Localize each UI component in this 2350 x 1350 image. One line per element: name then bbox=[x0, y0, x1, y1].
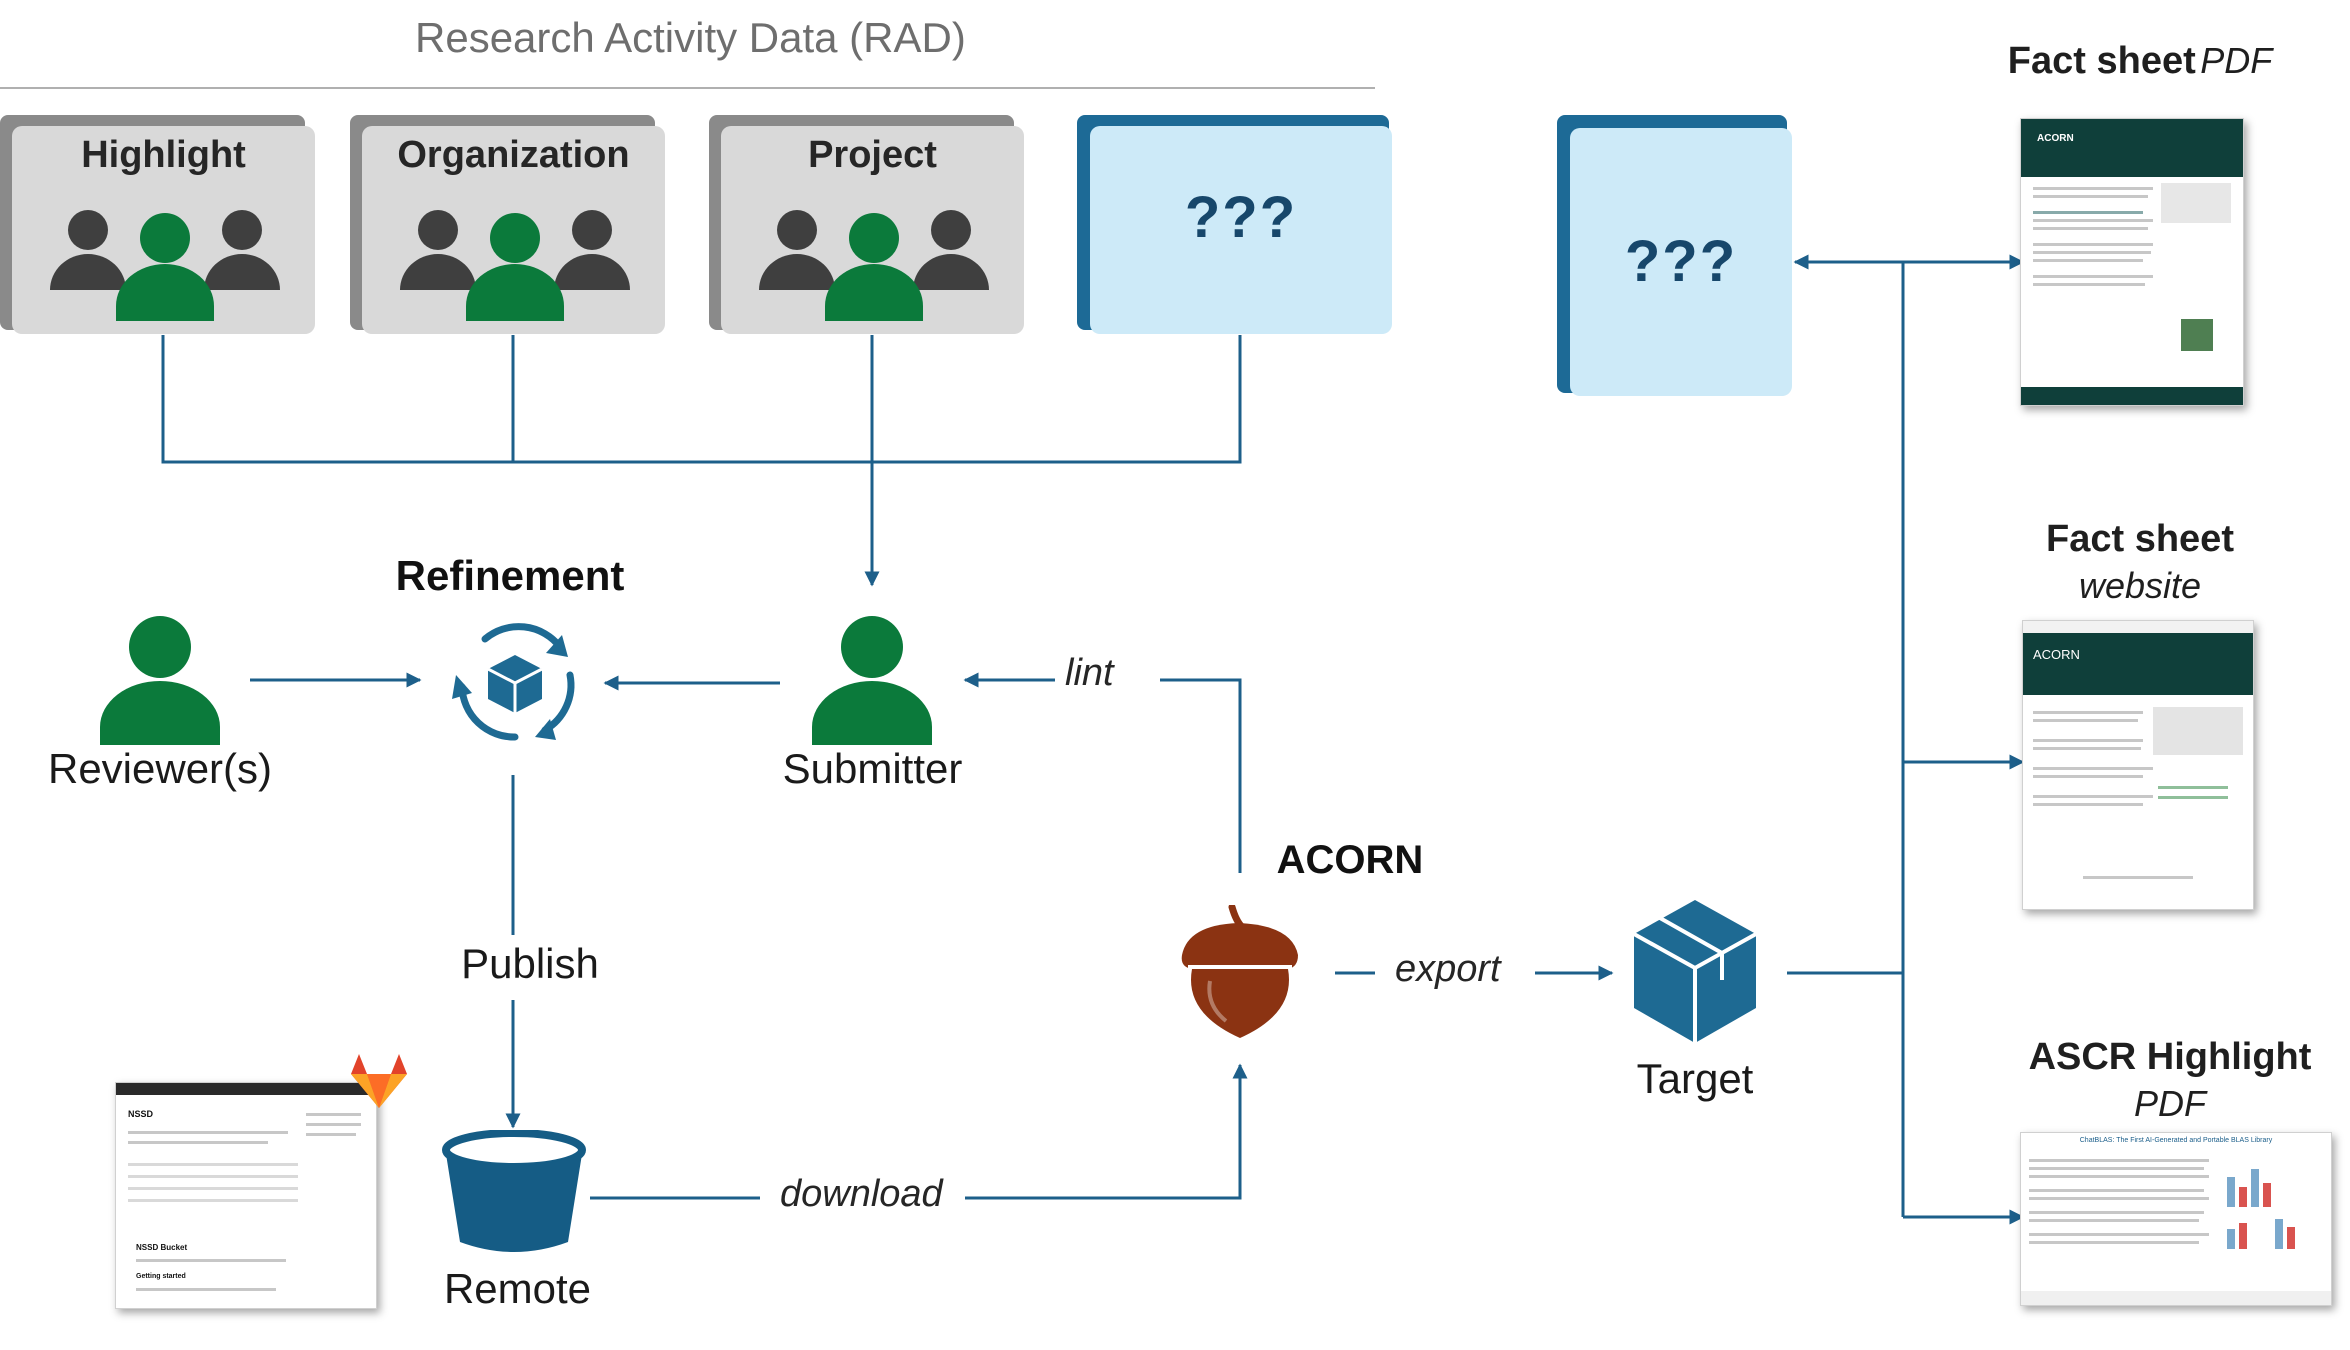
ascr-highlight-title: ASCR Highlight bbox=[2028, 1036, 2312, 1078]
lint-label: lint bbox=[1055, 652, 1124, 695]
website-thumbnail-title: ACORN bbox=[2023, 633, 2253, 695]
fact-sheet-pdf-subtitle: PDF bbox=[2200, 40, 2273, 81]
rad-title: Research Activity Data (RAD) bbox=[415, 14, 966, 61]
refinement-label: Refinement bbox=[395, 552, 625, 599]
package-box-icon bbox=[1633, 900, 1757, 1043]
export-label: export bbox=[1385, 948, 1511, 991]
lint-line bbox=[1160, 678, 1242, 873]
repository-thumbnail: NSSD NSSD Bucket Getting started bbox=[115, 1082, 377, 1309]
fact-sheet-pdf-title-row: Fact sheet PDF bbox=[1990, 40, 2290, 83]
ascr-highlight-pdf-thumbnail: ChatBLAS: The First AI-Generated and Por… bbox=[2020, 1132, 2332, 1306]
fact-sheet-website-thumbnail: ACORN bbox=[2022, 620, 2254, 910]
rad-divider bbox=[0, 87, 1375, 89]
output-unknown-card: ??? bbox=[1570, 128, 1792, 396]
acorn-label: ACORN bbox=[1276, 838, 1424, 882]
refinement-cycle-icon bbox=[452, 623, 575, 741]
reviewers-label: Reviewer(s) bbox=[47, 745, 273, 792]
people-group-icon bbox=[400, 210, 630, 321]
download-label: download bbox=[770, 1173, 953, 1216]
gitlab-logo-icon bbox=[351, 1054, 407, 1108]
reviewer-person-icon bbox=[100, 616, 220, 745]
fact-sheet-pdf-thumbnail: ACORN bbox=[2020, 118, 2244, 406]
fact-sheet-pdf-title: Fact sheet bbox=[2007, 40, 2196, 82]
unknown-card: ??? bbox=[1090, 126, 1392, 334]
repo-bucket-heading: NSSD Bucket bbox=[136, 1243, 188, 1252]
remote-label: Remote bbox=[443, 1265, 592, 1312]
bucket-icon bbox=[442, 1130, 586, 1252]
ascr-thumbnail-title: ChatBLAS: The First AI-Generated and Por… bbox=[2079, 1137, 2273, 1144]
organization-card: Organization bbox=[362, 126, 665, 334]
rad-merge-line bbox=[161, 335, 1242, 464]
unknown-card-title: ??? bbox=[1184, 185, 1298, 250]
submitter-label: Submitter bbox=[782, 745, 963, 792]
ascr-highlight-subtitle: PDF bbox=[2134, 1083, 2206, 1124]
project-card: Project bbox=[721, 126, 1024, 334]
repo-title: NSSD bbox=[128, 1109, 154, 1119]
output-unknown-title: ??? bbox=[1624, 229, 1738, 294]
publish-label: Publish bbox=[461, 940, 599, 987]
highlight-card: Highlight bbox=[12, 126, 315, 334]
organization-card-title: Organization bbox=[397, 134, 630, 176]
submitter-person-icon bbox=[812, 616, 932, 745]
fact-sheet-website-title: Fact sheet bbox=[2046, 518, 2234, 560]
highlight-card-title: Highlight bbox=[81, 134, 246, 176]
people-group-icon bbox=[759, 210, 989, 321]
repo-getting-started: Getting started bbox=[136, 1273, 186, 1280]
target-label: Target bbox=[1636, 1055, 1754, 1102]
acorn-icon bbox=[1181, 905, 1298, 1038]
fact-sheet-website-subtitle: website bbox=[2078, 565, 2202, 606]
people-group-icon bbox=[50, 210, 280, 321]
project-card-title: Project bbox=[808, 134, 937, 176]
acorn-pdf-thumbnail-title: ACORN bbox=[2021, 119, 2243, 177]
